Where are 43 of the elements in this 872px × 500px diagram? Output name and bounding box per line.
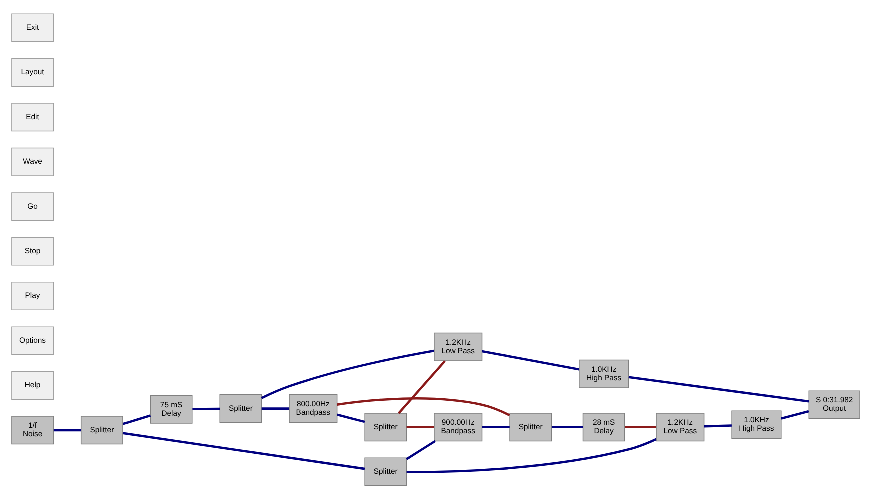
- label: Go: [28, 202, 38, 211]
- connector: [625, 426, 656, 428]
- node-box: Splitter: [364, 413, 408, 442]
- label: Play: [25, 291, 40, 300]
- connector: [262, 408, 290, 410]
- connector: [122, 414, 152, 426]
- node-box: 800.00Hz Bandpass: [289, 394, 338, 424]
- connector: [122, 432, 366, 470]
- connector: [337, 397, 510, 416]
- connector: [552, 426, 584, 428]
- node-box: 1.2KHz Low Pass: [434, 332, 483, 362]
- connector: [704, 424, 732, 428]
- connector: [406, 426, 434, 428]
- connector: [261, 350, 435, 400]
- connector: [482, 426, 510, 428]
- connector: [406, 438, 657, 474]
- node-box: 900.00Hz Bandpass: [434, 413, 483, 442]
- node-box: 1.0KHz High Pass: [732, 410, 782, 440]
- connector: [337, 414, 366, 424]
- node-box: Splitter: [220, 394, 262, 424]
- label: Help: [24, 380, 41, 390]
- connector: [406, 440, 436, 460]
- node-box: 1/f Noise: [12, 416, 54, 445]
- connector: [192, 408, 220, 411]
- label: Options: [20, 336, 46, 345]
- node-box: S 0:31.982 Output: [808, 390, 860, 420]
- node-box: 75 mS Delay: [150, 395, 193, 424]
- label: Stop: [24, 246, 41, 256]
- label: Edit: [26, 112, 40, 122]
- label: Layout: [21, 68, 44, 77]
- connector: [54, 429, 82, 432]
- label: Wave: [23, 157, 42, 166]
- connector: [398, 360, 446, 414]
- node-box: Splitter: [80, 416, 124, 445]
- node-box: 1.2KHz Low Pass: [656, 413, 705, 442]
- connector: [628, 376, 810, 403]
- node-box: Splitter: [510, 413, 552, 442]
- node-box: 28 mS Delay: [582, 413, 626, 442]
- node-box: 1.0KHz High Pass: [579, 360, 630, 388]
- label: Exit: [26, 22, 40, 32]
- connector: [781, 410, 810, 420]
- connector: [482, 350, 580, 371]
- node-box: Splitter: [364, 458, 408, 486]
